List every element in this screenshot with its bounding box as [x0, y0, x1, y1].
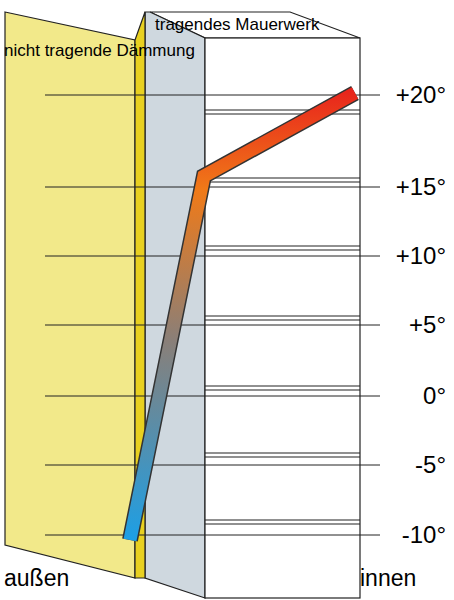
- temperature-label: +5°: [409, 313, 446, 337]
- brick-joints: [205, 110, 360, 524]
- temperature-label: 0°: [423, 384, 446, 408]
- wall-part-label: nicht tragende Dämmung: [4, 42, 195, 59]
- insulation-face: [5, 12, 135, 578]
- temperature-label: +20°: [396, 83, 446, 107]
- temperature-curve: [130, 93, 355, 540]
- temperature-label: -5°: [415, 453, 446, 477]
- wall-part-label: tragendes Mauerwerk: [155, 16, 319, 33]
- temperature-curve-outline: [130, 93, 355, 540]
- temperature-lines: [45, 95, 380, 535]
- temperature-label: +10°: [396, 244, 446, 268]
- temperature-label: +15°: [396, 175, 446, 199]
- side-label: außen: [4, 567, 69, 590]
- side-label: innen: [360, 567, 416, 590]
- temperature-label: -10°: [402, 523, 446, 547]
- masonry-front: [205, 38, 360, 598]
